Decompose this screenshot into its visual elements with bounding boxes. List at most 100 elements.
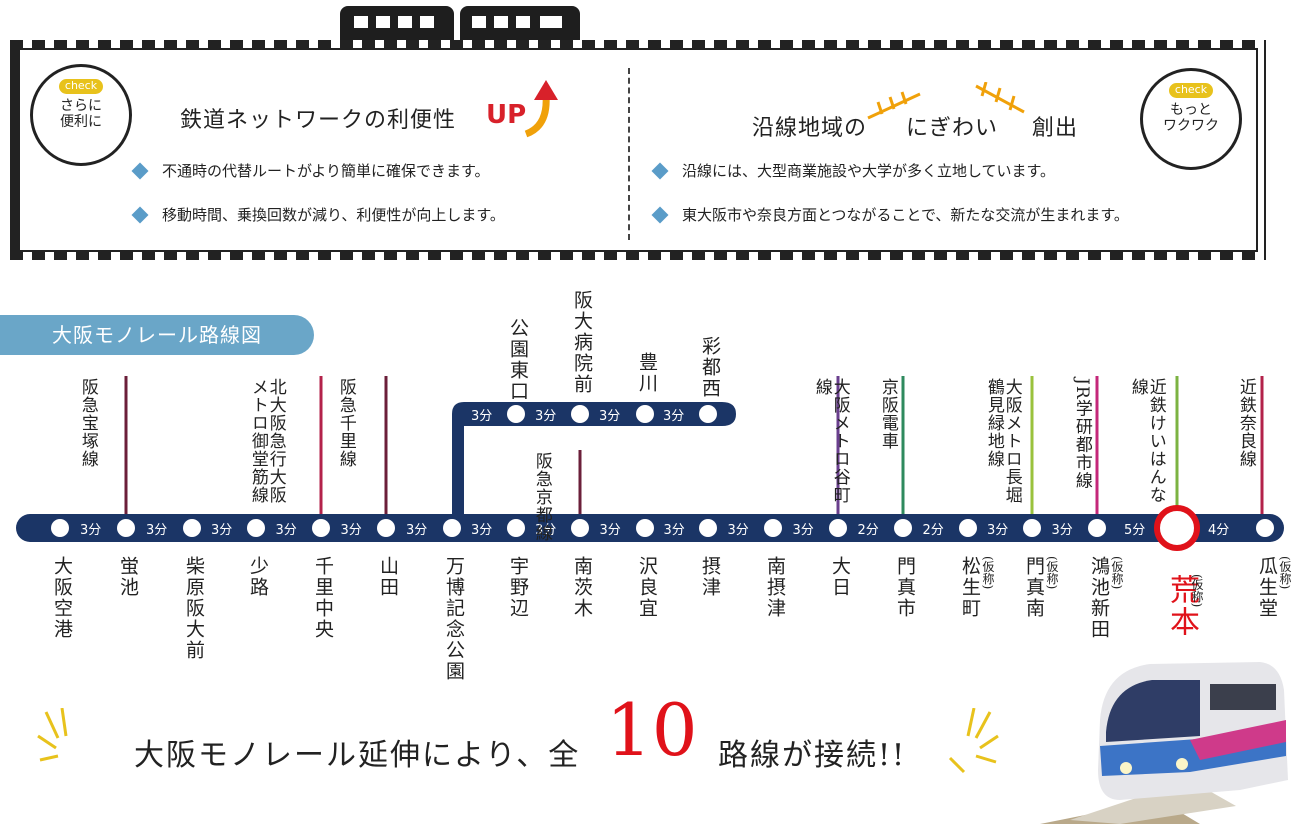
connecting-line-label: 近鉄けいはんな線 xyxy=(1127,378,1166,504)
panel-inner xyxy=(18,48,1258,252)
connecting-line-label: 大阪メトロ長堀鶴見緑地線 xyxy=(983,378,1022,504)
station-dot xyxy=(959,519,977,537)
branch-station-name: 豊川 xyxy=(636,352,658,394)
segment-duration: 3分 xyxy=(663,523,685,538)
segment-duration: 3分 xyxy=(599,523,621,538)
station-dot xyxy=(1256,519,1274,537)
provisional-label: (仮称) xyxy=(1278,556,1292,590)
provisional-label: (仮称) xyxy=(1045,556,1059,590)
station-name: 荒本 xyxy=(1164,574,1199,638)
station-dot xyxy=(312,519,330,537)
branch-station-dot xyxy=(699,405,717,423)
bubble-text: ワクワク xyxy=(1163,117,1219,134)
station-dot xyxy=(636,519,654,537)
segment-duration: 3分 xyxy=(727,523,749,538)
left-heading: 鉄道ネットワークの利便性 xyxy=(180,108,457,133)
station-dot xyxy=(829,519,847,537)
provisional-label: (仮称) xyxy=(981,556,995,590)
segment-duration: 3分 xyxy=(987,523,1009,538)
branch-station-dot xyxy=(507,405,525,423)
station-dot xyxy=(183,519,201,537)
burst-lines-icon xyxy=(37,708,68,762)
left-bullet-2: 移動時間、乗換回数が減り、利便性が向上します。 xyxy=(131,204,505,225)
right-heading-part: 沿線地域の xyxy=(752,116,868,141)
check-tag: check xyxy=(1168,83,1214,98)
branch-duration: 3分 xyxy=(535,409,557,424)
station-name: 門真市 xyxy=(894,556,916,619)
left-check-bubble: check さらに 便利に xyxy=(30,64,132,166)
sparkle-lines-icon xyxy=(867,82,1025,120)
right-bullet-2: 東大阪市や奈良方面とつながることで、新たな交流が生まれます。 xyxy=(651,204,1129,225)
station-name: 柴原阪大前 xyxy=(183,556,205,661)
branch-duration: 3分 xyxy=(663,409,685,424)
station-name: 蛍池 xyxy=(117,556,139,598)
bullet-text: 移動時間、乗換回数が減り、利便性が向上します。 xyxy=(162,206,505,224)
right-heading-part: にぎわい xyxy=(906,116,999,141)
station-dot xyxy=(571,519,589,537)
connecting-line-label: 北大阪急行大阪メトロ御堂筋線 xyxy=(247,378,286,504)
connecting-line-label: 阪急宝塚線 xyxy=(77,378,98,468)
station-dot xyxy=(1088,519,1106,537)
segment-duration: 3分 xyxy=(146,523,168,538)
station-dot xyxy=(377,519,395,537)
segment-duration: 3分 xyxy=(471,523,493,538)
segment-duration: 3分 xyxy=(340,523,362,538)
right-heading-part: 創出 xyxy=(1032,116,1079,141)
segment-duration: 2分 xyxy=(922,523,944,538)
station-name: 沢良宜 xyxy=(636,556,658,619)
station-dot xyxy=(894,519,912,537)
branch-line xyxy=(452,402,736,528)
connecting-line-label: 阪急京都線 xyxy=(531,452,552,542)
bubble-text: 便利に xyxy=(60,113,102,130)
up-arrow-icon xyxy=(524,80,558,138)
provisional-label: (仮称) xyxy=(1110,556,1124,590)
station-dot xyxy=(247,519,265,537)
station-name: 大阪空港 xyxy=(51,556,73,640)
station-name: 千里中央 xyxy=(312,556,334,640)
station-name: 南摂津 xyxy=(764,556,786,619)
bubble-text: もっと xyxy=(1170,101,1212,118)
connecting-line-label: 京阪電車 xyxy=(877,378,898,450)
branch-duration: 3分 xyxy=(599,409,621,424)
bullet-text: 不通時の代替ルートがより簡単に確保できます。 xyxy=(162,162,490,180)
right-check-bubble: check もっと ワクワク xyxy=(1140,68,1242,170)
up-label: UP xyxy=(486,100,527,130)
burst-lines-icon xyxy=(948,708,999,774)
station-dot xyxy=(117,519,135,537)
station-name: 少路 xyxy=(247,556,269,598)
connecting-line-label: 阪急千里線 xyxy=(335,378,356,468)
provisional-label: (仮称) xyxy=(1190,574,1204,608)
station-name: 万博記念公園 xyxy=(443,556,465,682)
branch-station-name: 彩都西 xyxy=(699,336,721,399)
station-dot xyxy=(507,519,525,537)
bullet-text: 東大阪市や奈良方面とつながることで、新たな交流が生まれます。 xyxy=(682,206,1129,224)
check-tag: check xyxy=(58,79,104,94)
station-name: 門真南 xyxy=(1023,556,1045,619)
station-name: 南茨木 xyxy=(571,556,593,619)
aramoto-station-ring xyxy=(1154,505,1200,551)
branch-station-name: 阪大病院前 xyxy=(571,290,593,395)
segment-duration: 4分 xyxy=(1208,523,1230,538)
segment-duration: 3分 xyxy=(80,523,102,538)
station-dot xyxy=(51,519,69,537)
station-dot xyxy=(1023,519,1041,537)
slogan-part: 路線が接続!! xyxy=(718,738,907,773)
slogan-number: 10 xyxy=(606,688,698,772)
branch-station-name: 公園東口 xyxy=(507,318,529,402)
segment-duration: 3分 xyxy=(535,523,557,538)
segment-duration: 2分 xyxy=(857,523,879,538)
branch-station-dot xyxy=(636,405,654,423)
left-bullet-1: 不通時の代替ルートがより簡単に確保できます。 xyxy=(131,160,490,181)
right-bullet-1: 沿線には、大型商業施設や大学が多く立地しています。 xyxy=(651,160,1055,181)
segment-duration: 3分 xyxy=(406,523,428,538)
station-name: 宇野辺 xyxy=(507,556,529,619)
station-name: 鴻池新田 xyxy=(1088,556,1110,640)
map-title-badge: 大阪モノレール路線図 xyxy=(0,315,314,355)
station-name: 瓜生堂 xyxy=(1256,556,1278,619)
segment-duration: 5分 xyxy=(1124,523,1146,538)
segment-duration: 3分 xyxy=(792,523,814,538)
connecting-line-label: JR学研都市線 xyxy=(1071,378,1092,490)
connecting-line-label: 近鉄奈良線 xyxy=(1235,378,1256,468)
bubble-text: さらに xyxy=(60,97,102,114)
